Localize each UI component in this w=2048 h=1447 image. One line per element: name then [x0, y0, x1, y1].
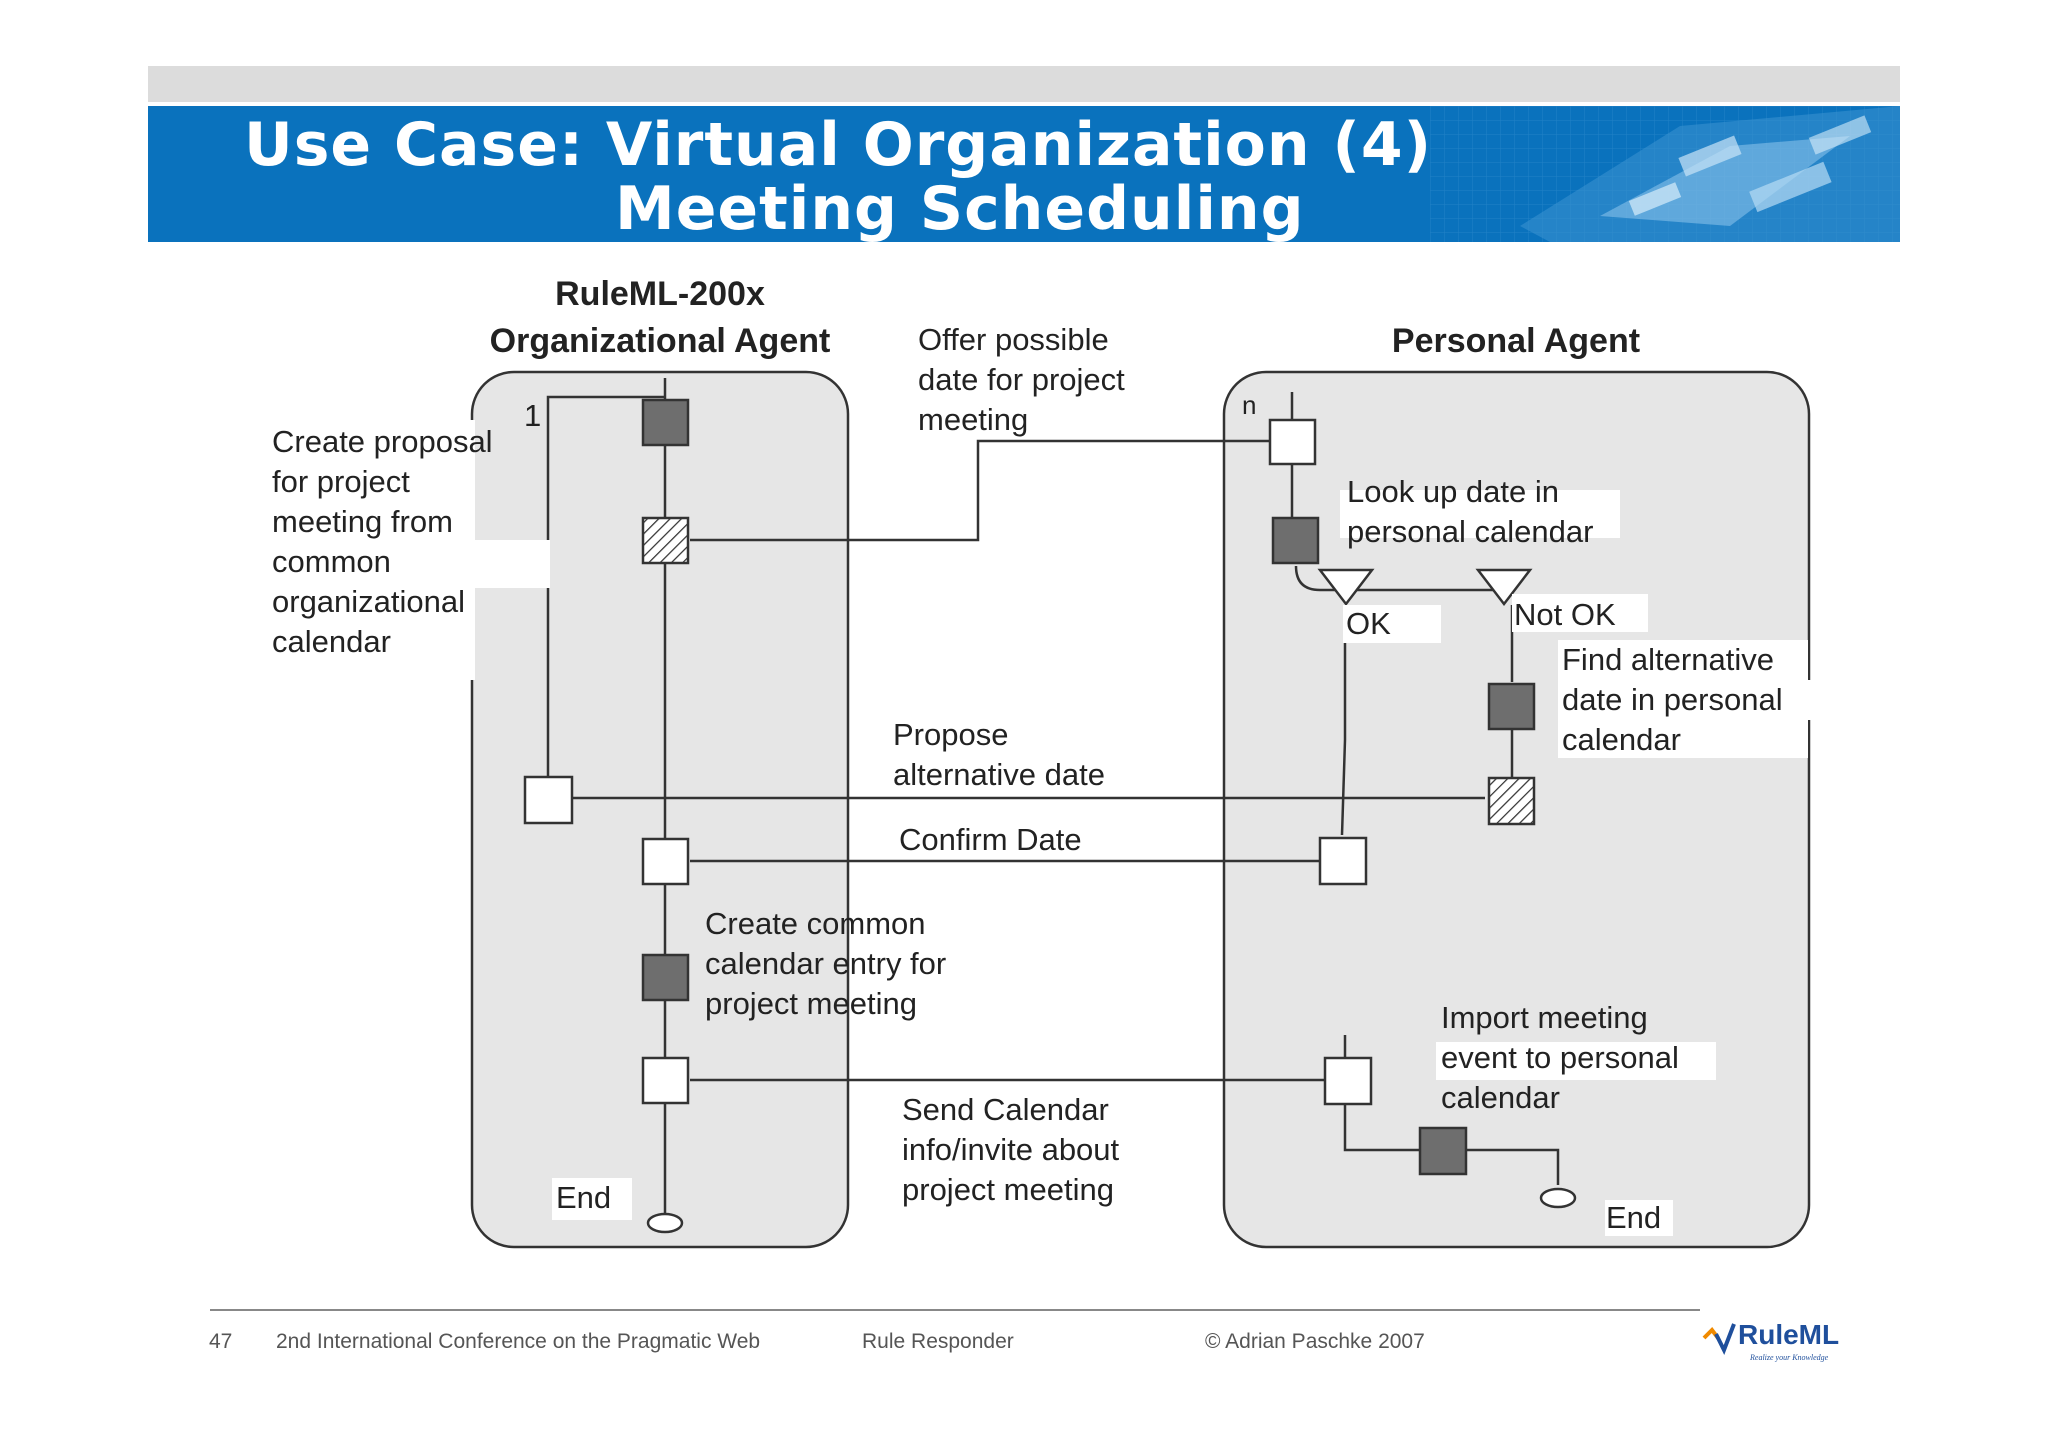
footer-conference: 2nd International Conference on the Prag…	[276, 1330, 761, 1353]
send-offer-node	[641, 516, 690, 565]
send-calendar-line3: project meeting	[902, 1172, 1114, 1207]
title-bar	[148, 106, 1900, 242]
receive-confirm-node	[641, 837, 690, 886]
not-ok-guard-icon	[1475, 568, 1533, 607]
logo-tagline: Realize your Knowledge	[1749, 1353, 1829, 1362]
import-meeting-line1: Import meeting	[1441, 1000, 1648, 1035]
import-meeting-line3: calendar	[1441, 1080, 1560, 1115]
multiplicity-one: 1	[524, 398, 541, 433]
activity-create-common-entry	[641, 953, 690, 1002]
footer-talk: Rule Responder	[862, 1330, 1014, 1353]
send-confirm-node	[1318, 836, 1368, 886]
label-import-meeting: Import meeting event to personal calenda…	[1441, 1000, 1679, 1115]
lane-organizational-agent	[470, 370, 850, 1249]
create-proposal-line6: calendar	[272, 624, 391, 659]
label-not-ok: Not OK	[1514, 597, 1616, 632]
activity-create-proposal	[641, 398, 690, 447]
create-proposal-line4: common	[272, 544, 391, 579]
circuit-board-decoration	[1430, 106, 1900, 242]
label-find-alternative: Find alternative date in personal calend…	[1562, 642, 1783, 757]
activity-look-up-date	[1271, 516, 1320, 565]
page-number: 47	[209, 1330, 233, 1353]
send-calendar-line1: Send Calendar	[902, 1092, 1109, 1127]
find-alternative-line3: calendar	[1562, 722, 1681, 757]
footer-divider	[210, 1309, 1700, 1311]
send-alternative-node	[1487, 776, 1536, 826]
label-end-left: End	[556, 1180, 611, 1215]
offer-date-line2: date for project	[918, 362, 1125, 397]
create-proposal-line2: for project	[272, 464, 410, 499]
send-calendar-line2: info/invite about	[902, 1132, 1120, 1167]
multiplicity-n: n	[1242, 390, 1256, 420]
label-end-right: End	[1606, 1200, 1661, 1235]
receive-calendar-node	[1323, 1056, 1373, 1106]
lane-right-title: Personal Agent	[1392, 322, 1640, 360]
lane-left-title-line1: RuleML-200x	[555, 275, 765, 313]
propose-alternative-line2: alternative date	[893, 757, 1105, 792]
create-proposal-line3: meeting from	[272, 504, 453, 539]
create-common-line3: project meeting	[705, 986, 917, 1021]
find-alternative-line2: date in personal	[1562, 682, 1783, 717]
ruleml-logo: RuleML Realize your Knowledge	[1702, 1319, 1839, 1362]
label-confirm-date: Confirm Date	[899, 822, 1082, 857]
activity-import-meeting	[1418, 1126, 1468, 1176]
label-create-proposal: Create proposal for project meeting from…	[272, 424, 493, 659]
look-up-line1: Look up date in	[1347, 474, 1559, 509]
create-common-line1: Create common	[705, 906, 926, 941]
create-proposal-line1: Create proposal	[272, 424, 493, 459]
label-send-calendar: Send Calendar info/invite about project …	[902, 1092, 1120, 1207]
footer-copyright: © Adrian Paschke 2007	[1205, 1330, 1425, 1353]
label-backgrounds	[270, 420, 1822, 1236]
create-proposal-line5: organizational	[272, 584, 465, 619]
offer-date-line1: Offer possible	[918, 322, 1109, 357]
receive-offer-node	[1268, 418, 1317, 466]
slide-title-line2: Meeting Scheduling	[615, 174, 1305, 244]
activity-find-alternative	[1487, 682, 1536, 731]
label-create-common: Create common calendar entry for project…	[705, 906, 946, 1021]
label-propose-alternative: Propose alternative date	[893, 717, 1105, 792]
look-up-line2: personal calendar	[1347, 514, 1593, 549]
top-gray-bar	[148, 66, 1900, 102]
ok-guard-icon	[1317, 568, 1375, 607]
label-look-up: Look up date in personal calendar	[1347, 474, 1593, 549]
label-offer-date: Offer possible date for project meeting	[918, 322, 1125, 437]
create-common-line2: calendar entry for	[705, 946, 946, 981]
end-node-right	[1539, 1187, 1577, 1209]
slide-title-line1: Use Case: Virtual Organization (4)	[244, 110, 1433, 180]
offer-date-line3: meeting	[918, 402, 1028, 437]
import-meeting-line2: event to personal	[1441, 1040, 1679, 1075]
logo-text: RuleML	[1738, 1319, 1839, 1350]
label-ok: OK	[1346, 606, 1391, 641]
find-alternative-line1: Find alternative	[1562, 642, 1774, 677]
lane-left-title-line2: Organizational Agent	[490, 322, 831, 360]
propose-alternative-line1: Propose	[893, 717, 1008, 752]
send-calendar-node	[641, 1056, 690, 1105]
receive-alternative-node	[523, 775, 574, 825]
end-node-left	[646, 1212, 684, 1234]
